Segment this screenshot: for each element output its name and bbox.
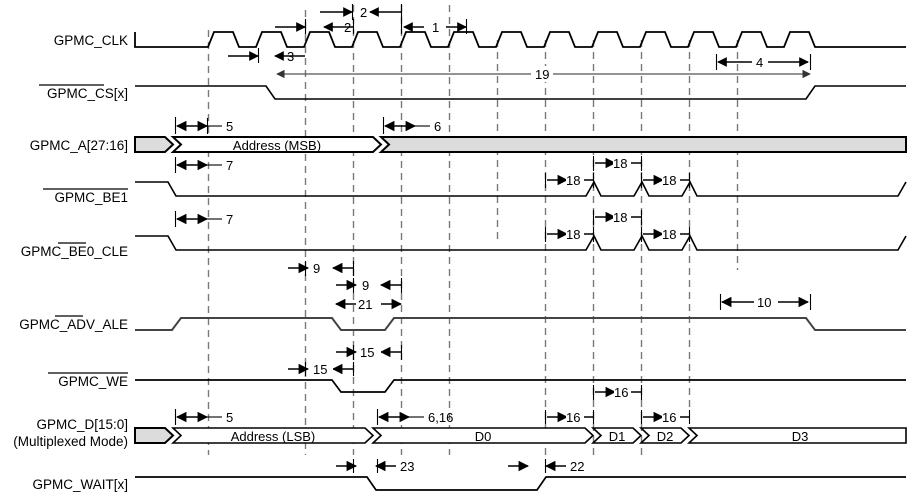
waveform-cs bbox=[135, 85, 906, 100]
marker-9b: 9 bbox=[362, 278, 369, 293]
wait-marker-values: 23 22 bbox=[400, 459, 584, 474]
marker-18f: 18 bbox=[566, 227, 580, 242]
marker-23: 23 bbox=[400, 459, 414, 474]
waveform-be1 bbox=[135, 180, 907, 197]
signal-label-d-sub: (Multiplexed Mode) bbox=[13, 434, 128, 449]
label-bg-19 bbox=[531, 66, 553, 82]
label-bg-10 bbox=[754, 294, 778, 309]
signal-label-we: GPMC_WE bbox=[58, 374, 128, 389]
bus-idle-left-d bbox=[134, 427, 175, 444]
bus-seg-d3 bbox=[686, 427, 907, 444]
clk-marker-values: 2 2 1 3 bbox=[287, 5, 439, 64]
marker-7b: 7 bbox=[226, 212, 233, 227]
bus-seg-address-lsb bbox=[170, 427, 375, 444]
bus-data: Address (LSB) D0 D1 D2 D3 bbox=[134, 427, 907, 444]
bus-label-address-msb: Address (MSB) bbox=[233, 138, 321, 153]
waveform-be0 bbox=[135, 234, 907, 251]
bus-label-d2: D2 bbox=[657, 429, 674, 444]
we-timing-markers bbox=[288, 345, 403, 376]
label-bg-9b bbox=[360, 276, 375, 291]
marker-2b: 2 bbox=[344, 20, 351, 35]
marker-16b: 16 bbox=[566, 410, 580, 425]
marker-5a: 5 bbox=[226, 119, 233, 134]
signal-label-be1: GPMC_BE1 bbox=[54, 190, 128, 205]
bus-seg-d0 bbox=[370, 427, 595, 444]
marker-7a: 7 bbox=[226, 158, 233, 173]
signal-label-a: GPMC_A[27:16] bbox=[30, 138, 128, 153]
waveform-wait bbox=[135, 476, 906, 491]
cs-marker-values: 19 4 bbox=[531, 54, 768, 82]
label-bg-18f bbox=[566, 225, 584, 240]
marker-18e: 18 bbox=[613, 210, 627, 225]
marker-18g: 18 bbox=[662, 227, 676, 242]
bus-active-a bbox=[170, 136, 383, 153]
marker-3: 3 bbox=[287, 49, 294, 64]
bus-seg-d2 bbox=[638, 427, 691, 444]
label-bg-9a bbox=[311, 259, 326, 274]
signal-label-adv: GPMC_ADV_ALE bbox=[19, 317, 128, 332]
label-bg-15b bbox=[311, 360, 333, 375]
label-bg-16a bbox=[614, 383, 631, 398]
label-bg-4 bbox=[752, 54, 768, 70]
marker-6: 6 bbox=[434, 119, 441, 134]
signal-labels: GPMC_CLK GPMC_CS[x] GPMC_A[27:16] GPMC_B… bbox=[13, 33, 128, 492]
label-bg-16c bbox=[662, 408, 680, 423]
bus-idle-left-a bbox=[134, 136, 175, 153]
signal-label-d: GPMC_D[15:0] bbox=[36, 417, 128, 432]
bus-address-msb: Address (MSB) bbox=[134, 136, 907, 153]
marker-18c: 18 bbox=[662, 173, 676, 188]
marker-616: 6,16 bbox=[428, 410, 453, 425]
bus-label-d0: D0 bbox=[475, 429, 492, 444]
signal-label-be0: GPMC_BE0_CLE bbox=[21, 244, 128, 259]
be1-marker-values: 7 18 18 18 bbox=[226, 154, 680, 188]
waveform-clk bbox=[134, 31, 906, 48]
bus-seg-d1 bbox=[590, 427, 643, 444]
bus-idle-right-a bbox=[378, 136, 907, 153]
marker-5b: 5 bbox=[226, 410, 233, 425]
d-marker-values: 16 5 6,16 16 16 bbox=[226, 383, 680, 425]
marker-1: 1 bbox=[432, 20, 439, 35]
adv-marker-values: 9 9 21 10 bbox=[311, 259, 778, 312]
bus-label-d1: D1 bbox=[609, 429, 626, 444]
label-bg-18a bbox=[613, 154, 631, 169]
marker-2a: 2 bbox=[360, 5, 367, 20]
marker-16c: 16 bbox=[662, 410, 676, 425]
label-bg-21 bbox=[357, 295, 380, 310]
marker-19: 19 bbox=[535, 67, 549, 82]
marker-9a: 9 bbox=[313, 261, 320, 276]
clk-timing-markers bbox=[228, 4, 468, 63]
a-marker-values: 5 6 bbox=[226, 119, 441, 134]
we-marker-values: 15 15 bbox=[311, 343, 381, 377]
bus-label-d3: D3 bbox=[792, 429, 809, 444]
label-bg-18g bbox=[662, 225, 680, 240]
be0-marker-values: 7 18 18 18 bbox=[226, 208, 680, 242]
label-bg-16b bbox=[566, 408, 584, 423]
label-bg-15a bbox=[359, 343, 381, 358]
marker-18b: 18 bbox=[566, 173, 580, 188]
marker-22: 22 bbox=[570, 459, 584, 474]
signal-label-wait: GPMC_WAIT[x] bbox=[32, 477, 128, 492]
label-bg-18c bbox=[662, 171, 680, 186]
bus-label-address-lsb: Address (LSB) bbox=[231, 429, 316, 444]
signal-label-clk: GPMC_CLK bbox=[54, 33, 128, 48]
signal-label-cs: GPMC_CS[x] bbox=[47, 86, 128, 101]
marker-15a: 15 bbox=[360, 345, 374, 360]
marker-16a: 16 bbox=[614, 385, 628, 400]
label-bg-18e bbox=[613, 208, 631, 223]
waveform-we bbox=[135, 379, 906, 393]
wait-timing-markers bbox=[336, 459, 566, 473]
marker-18a: 18 bbox=[613, 156, 627, 171]
marker-4: 4 bbox=[756, 55, 763, 70]
marker-15b: 15 bbox=[313, 362, 327, 377]
a-timing-markers bbox=[174, 117, 430, 134]
waveform-adv bbox=[135, 317, 906, 331]
marker-10: 10 bbox=[757, 295, 771, 310]
marker-21: 21 bbox=[358, 297, 372, 312]
label-bg-18b bbox=[566, 171, 584, 186]
